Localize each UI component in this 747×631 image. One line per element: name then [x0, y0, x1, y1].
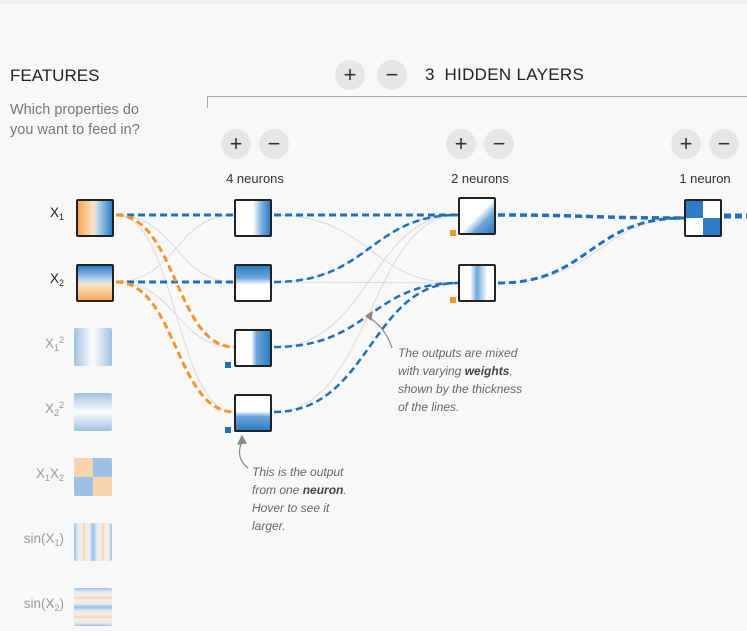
weights-annotation: The outputs are mixed with varying weigh… [398, 346, 523, 414]
hidden-layers-bracket [207, 96, 747, 108]
feature-label-x2: X2 [49, 271, 64, 288]
remove-neuron-button-layer-1[interactable]: − [259, 129, 289, 159]
feature-x2-squared-toggle[interactable] [74, 393, 112, 431]
feature-label-sin-x2: sin(X2) [23, 596, 64, 613]
bias-l2-n1[interactable] [450, 230, 456, 236]
bias-l1-n3[interactable] [225, 362, 231, 368]
neuron-l3-n1[interactable] [684, 199, 722, 237]
layer-2-neuron-count: 2 neurons [451, 171, 509, 186]
feature-sin-x1-toggle[interactable] [74, 523, 112, 561]
hidden-layers-label: HIDDEN LAYERS [444, 65, 585, 84]
feature-x2-toggle[interactable] [76, 264, 114, 302]
feature-label-x1x2: X1X2 [35, 466, 64, 483]
hidden-layers-count: 3 [425, 65, 435, 84]
layer-1-neuron-count: 4 neurons [226, 171, 284, 186]
neuron-l2-n1[interactable] [458, 197, 496, 235]
remove-neuron-button-layer-3[interactable]: − [709, 129, 739, 159]
feature-label-x1-squared: X12 [44, 335, 64, 353]
feature-label-x1: X1 [49, 205, 64, 222]
neuron-annotation: This is the output from one neuron. Hove… [252, 465, 347, 533]
top-divider [0, 0, 747, 4]
layer-3-neuron-count: 1 neuron [679, 171, 731, 186]
bias-l1-n4[interactable] [225, 427, 231, 433]
neuron-l1-n3[interactable] [234, 329, 272, 367]
annotation-arrows [236, 310, 393, 469]
add-layer-button[interactable]: + [335, 60, 365, 90]
features-title: FEATURES [10, 66, 100, 85]
feature-x1x2-toggle[interactable] [74, 458, 112, 496]
layer-2-header: + − 2 neurons [430, 129, 530, 186]
layer-3-header: + − 1 neuron [655, 129, 747, 186]
feature-x1-toggle[interactable] [76, 199, 114, 237]
bias-l2-n2[interactable] [450, 297, 456, 303]
feature-sin-x2-toggle[interactable] [74, 588, 112, 626]
neuron-l1-n2[interactable] [234, 264, 272, 302]
layer-1-header: + − 4 neurons [205, 129, 305, 186]
remove-layer-button[interactable]: − [377, 60, 407, 90]
neuron-l1-n4[interactable] [234, 394, 272, 432]
remove-neuron-button-layer-2[interactable]: − [484, 129, 514, 159]
features-question: Which properties do you want to feed in? [10, 102, 140, 138]
feature-x1-squared-toggle[interactable] [74, 328, 112, 366]
add-neuron-button-layer-2[interactable]: + [446, 129, 476, 159]
hidden-layers-control: + − 3 HIDDEN LAYERS [335, 60, 584, 90]
neuron-l1-n1[interactable] [234, 199, 272, 237]
add-neuron-button-layer-1[interactable]: + [221, 129, 251, 159]
feature-label-sin-x1: sin(X1) [23, 531, 64, 548]
neuron-l2-n2[interactable] [458, 264, 496, 302]
add-neuron-button-layer-3[interactable]: + [671, 129, 701, 159]
feature-label-x2-squared: X22 [44, 400, 64, 418]
